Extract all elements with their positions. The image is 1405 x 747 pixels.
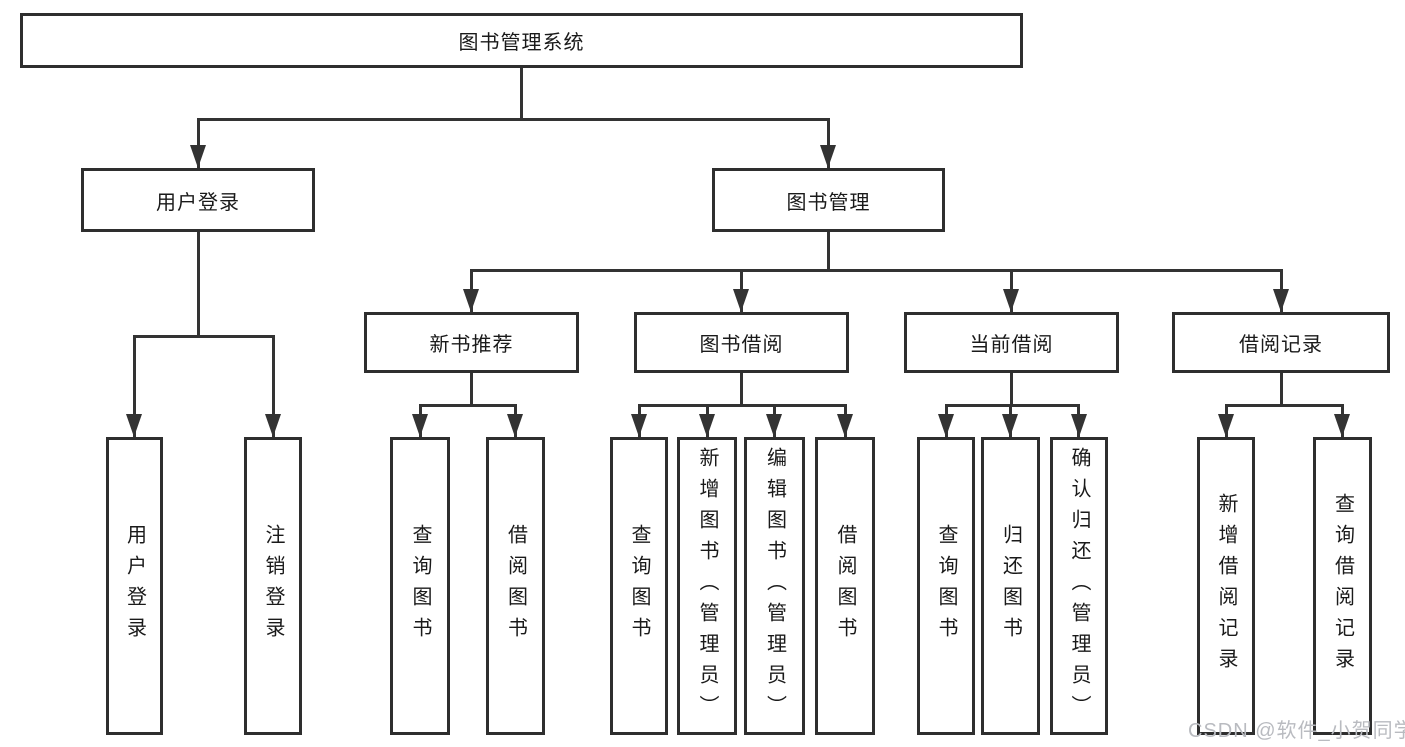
arrowhead-icon (733, 289, 749, 312)
connector-line (272, 335, 275, 437)
connector-line (470, 373, 473, 406)
leaf-confirm-return-admin: 确认归还（管理员） (1050, 437, 1108, 735)
arrowhead-icon (265, 414, 281, 437)
leaf-user-login: 用户登录 (106, 437, 163, 735)
node-new-book-recommend-label: 新书推荐 (429, 334, 514, 356)
connector-line (197, 232, 200, 338)
node-current-borrowing: 当前借阅 (904, 312, 1119, 373)
arrowhead-icon (412, 414, 428, 437)
leaf-edit-book-admin: 编辑图书（管理员） (744, 437, 805, 735)
connector-line (197, 118, 200, 168)
connector-line (1010, 373, 1013, 406)
arrowhead-icon (1273, 289, 1289, 312)
arrowhead-icon (699, 414, 715, 437)
arrowhead-icon (126, 414, 142, 437)
arrowhead-icon (1002, 414, 1018, 437)
connector-line (827, 118, 830, 168)
arrowhead-icon (820, 145, 836, 168)
node-user-login-label: 用户登录 (156, 191, 240, 214)
leaf-query-books-borrowing: 查询图书 (610, 437, 668, 735)
arrowhead-icon (631, 414, 647, 437)
leaf-logout: 注销登录 (244, 437, 302, 735)
node-book-borrowing-label: 图书借阅 (699, 334, 784, 356)
arrowhead-icon (507, 414, 523, 437)
connector-line (827, 232, 830, 272)
leaf-query-books-current: 查询图书 (917, 437, 975, 735)
arrowhead-icon (1218, 414, 1234, 437)
node-user-login: 用户登录 (81, 168, 315, 232)
watermark: CSDN @软件_小贺同学 (1188, 720, 1405, 742)
leaf-query-borrow-record: 查询借阅记录 (1313, 437, 1372, 735)
leaf-borrow-books-borrowing: 借阅图书 (815, 437, 875, 735)
connector-line (133, 335, 275, 338)
node-borrowing-records-label: 借阅记录 (1239, 334, 1323, 356)
node-book-management-label: 图书管理 (786, 191, 871, 214)
connector-line (419, 404, 517, 407)
arrowhead-icon (1071, 414, 1087, 437)
leaf-return-books: 归还图书 (981, 437, 1040, 735)
node-current-borrowing-label: 当前借阅 (969, 334, 1054, 356)
leaf-add-book-admin: 新增图书（管理员） (677, 437, 737, 735)
connector-line (1280, 373, 1283, 406)
node-borrowing-records: 借阅记录 (1172, 312, 1390, 373)
arrowhead-icon (766, 414, 782, 437)
arrowhead-icon (463, 289, 479, 312)
node-root-label: 图书管理系统 (458, 32, 585, 54)
leaf-add-borrow-record: 新增借阅记录 (1197, 437, 1255, 735)
arrowhead-icon (1003, 289, 1019, 312)
connector-line (133, 335, 136, 437)
connector-line (638, 404, 846, 407)
node-book-borrowing: 图书借阅 (634, 312, 849, 373)
arrowhead-icon (837, 414, 853, 437)
node-new-book-recommend: 新书推荐 (364, 312, 579, 373)
connector-line (470, 269, 1283, 272)
arrowhead-icon (190, 145, 206, 168)
leaf-borrow-books-recommend: 借阅图书 (486, 437, 545, 735)
connector-line (945, 404, 1080, 407)
connector-line (520, 68, 523, 120)
connector-line (1225, 404, 1344, 407)
leaf-query-books-recommend: 查询图书 (390, 437, 450, 735)
node-book-management: 图书管理 (712, 168, 945, 232)
arrowhead-icon (938, 414, 954, 437)
connector-line (740, 373, 743, 406)
connector-line (197, 118, 830, 121)
node-root: 图书管理系统 (20, 13, 1023, 68)
arrowhead-icon (1334, 414, 1350, 437)
